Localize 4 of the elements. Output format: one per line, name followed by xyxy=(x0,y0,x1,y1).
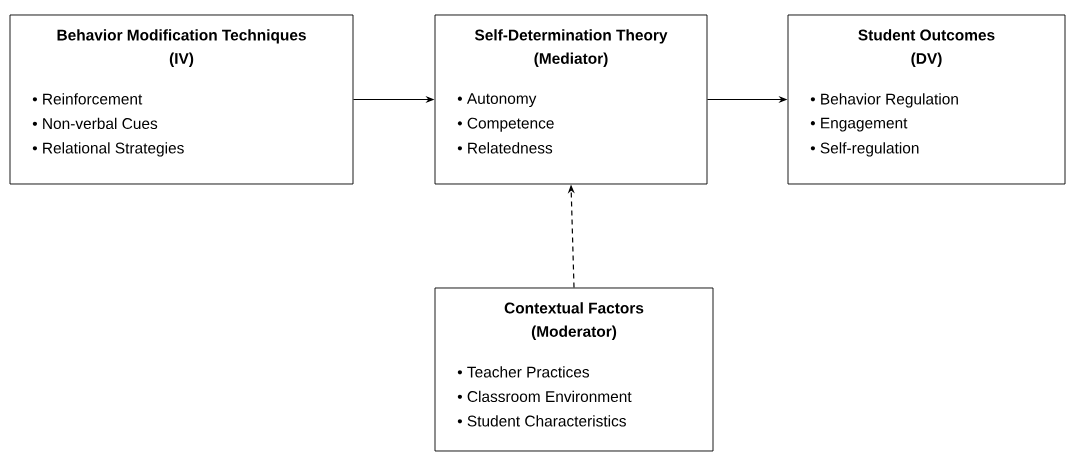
box: Self-Determination Theory (Mediator) • Autonomy • Competence • Relatedness xyxy=(434,14,708,185)
box: Contextual Factors (Moderator) • Teacher Practices • Classroom Environment • Student Characteristics xyxy=(434,287,714,452)
box: Student Outcomes (DV) • Behavior Regulation • Engagement • Self-regulation xyxy=(787,14,1066,185)
box: Behavior Modification Techniques (IV) • Reinforcement • Non-verbal Cues • Relational Strategies xyxy=(9,14,354,185)
